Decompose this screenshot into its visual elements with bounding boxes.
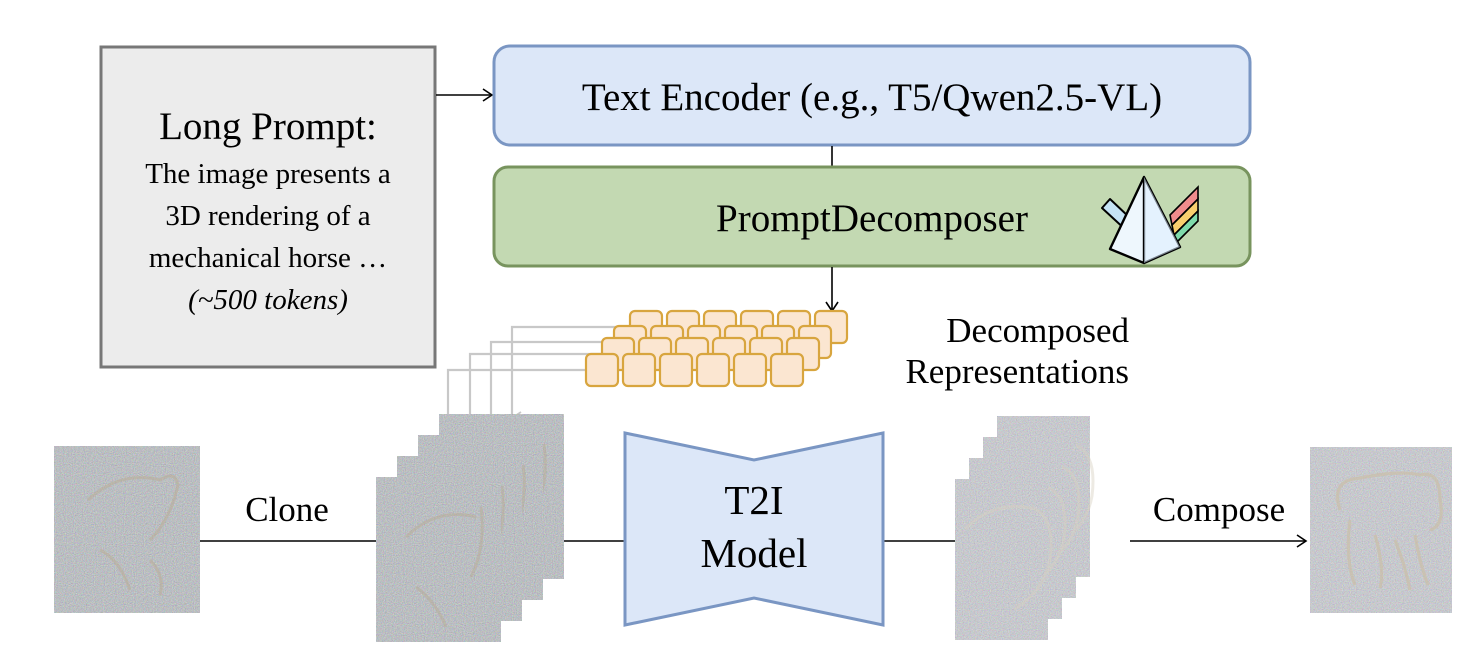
text-encoder-label: Text Encoder (e.g., T5/Qwen2.5-VL) — [582, 76, 1162, 119]
token-route-line — [489, 340, 618, 445]
decomposed-token-grid — [584, 309, 849, 388]
long-prompt-line-1: The image presents a — [145, 158, 391, 190]
long-prompt-token-note: (~500 tokens) — [188, 284, 348, 316]
stack-layer — [376, 477, 501, 642]
decomposed-label-line-2: Representations — [905, 352, 1129, 391]
prompt-decomposer-box: PromptDecomposer — [492, 165, 1252, 268]
compose-label: Compose — [1153, 490, 1285, 529]
long-prompt-box: Long Prompt: The image presents a 3D ren… — [99, 45, 437, 369]
cloned-latent-stack — [376, 414, 564, 642]
stack-layer — [955, 479, 1053, 640]
token-route-line — [510, 325, 634, 425]
decomposed-token — [621, 352, 657, 388]
clone-label: Clone — [245, 490, 329, 529]
text-encoder-box: Text Encoder (e.g., T5/Qwen2.5-VL) — [492, 44, 1252, 147]
decomposed-token — [769, 352, 805, 388]
decomposed-token — [732, 352, 768, 388]
decomposed-token — [584, 352, 620, 388]
prism-icon — [1101, 175, 1199, 265]
long-prompt-line-2: 3D rendering of a — [165, 200, 370, 232]
long-prompt-title: Long Prompt: — [159, 105, 377, 148]
t2i-model-label-line-1: T2I — [724, 477, 783, 523]
long-prompt-line-3: mechanical horse … — [149, 242, 387, 274]
decomposed-token — [695, 352, 731, 388]
decomposed-token — [658, 352, 694, 388]
generated-image-stack — [955, 416, 1095, 640]
t2i-model-block: T2I Model — [623, 431, 885, 627]
initial-noise-latent — [54, 446, 200, 613]
prompt-decomposer-label: PromptDecomposer — [716, 197, 1028, 240]
composed-output-image — [1310, 447, 1452, 613]
decomposed-label-line-1: Decomposed — [946, 311, 1129, 350]
t2i-model-label-line-2: Model — [700, 530, 807, 576]
